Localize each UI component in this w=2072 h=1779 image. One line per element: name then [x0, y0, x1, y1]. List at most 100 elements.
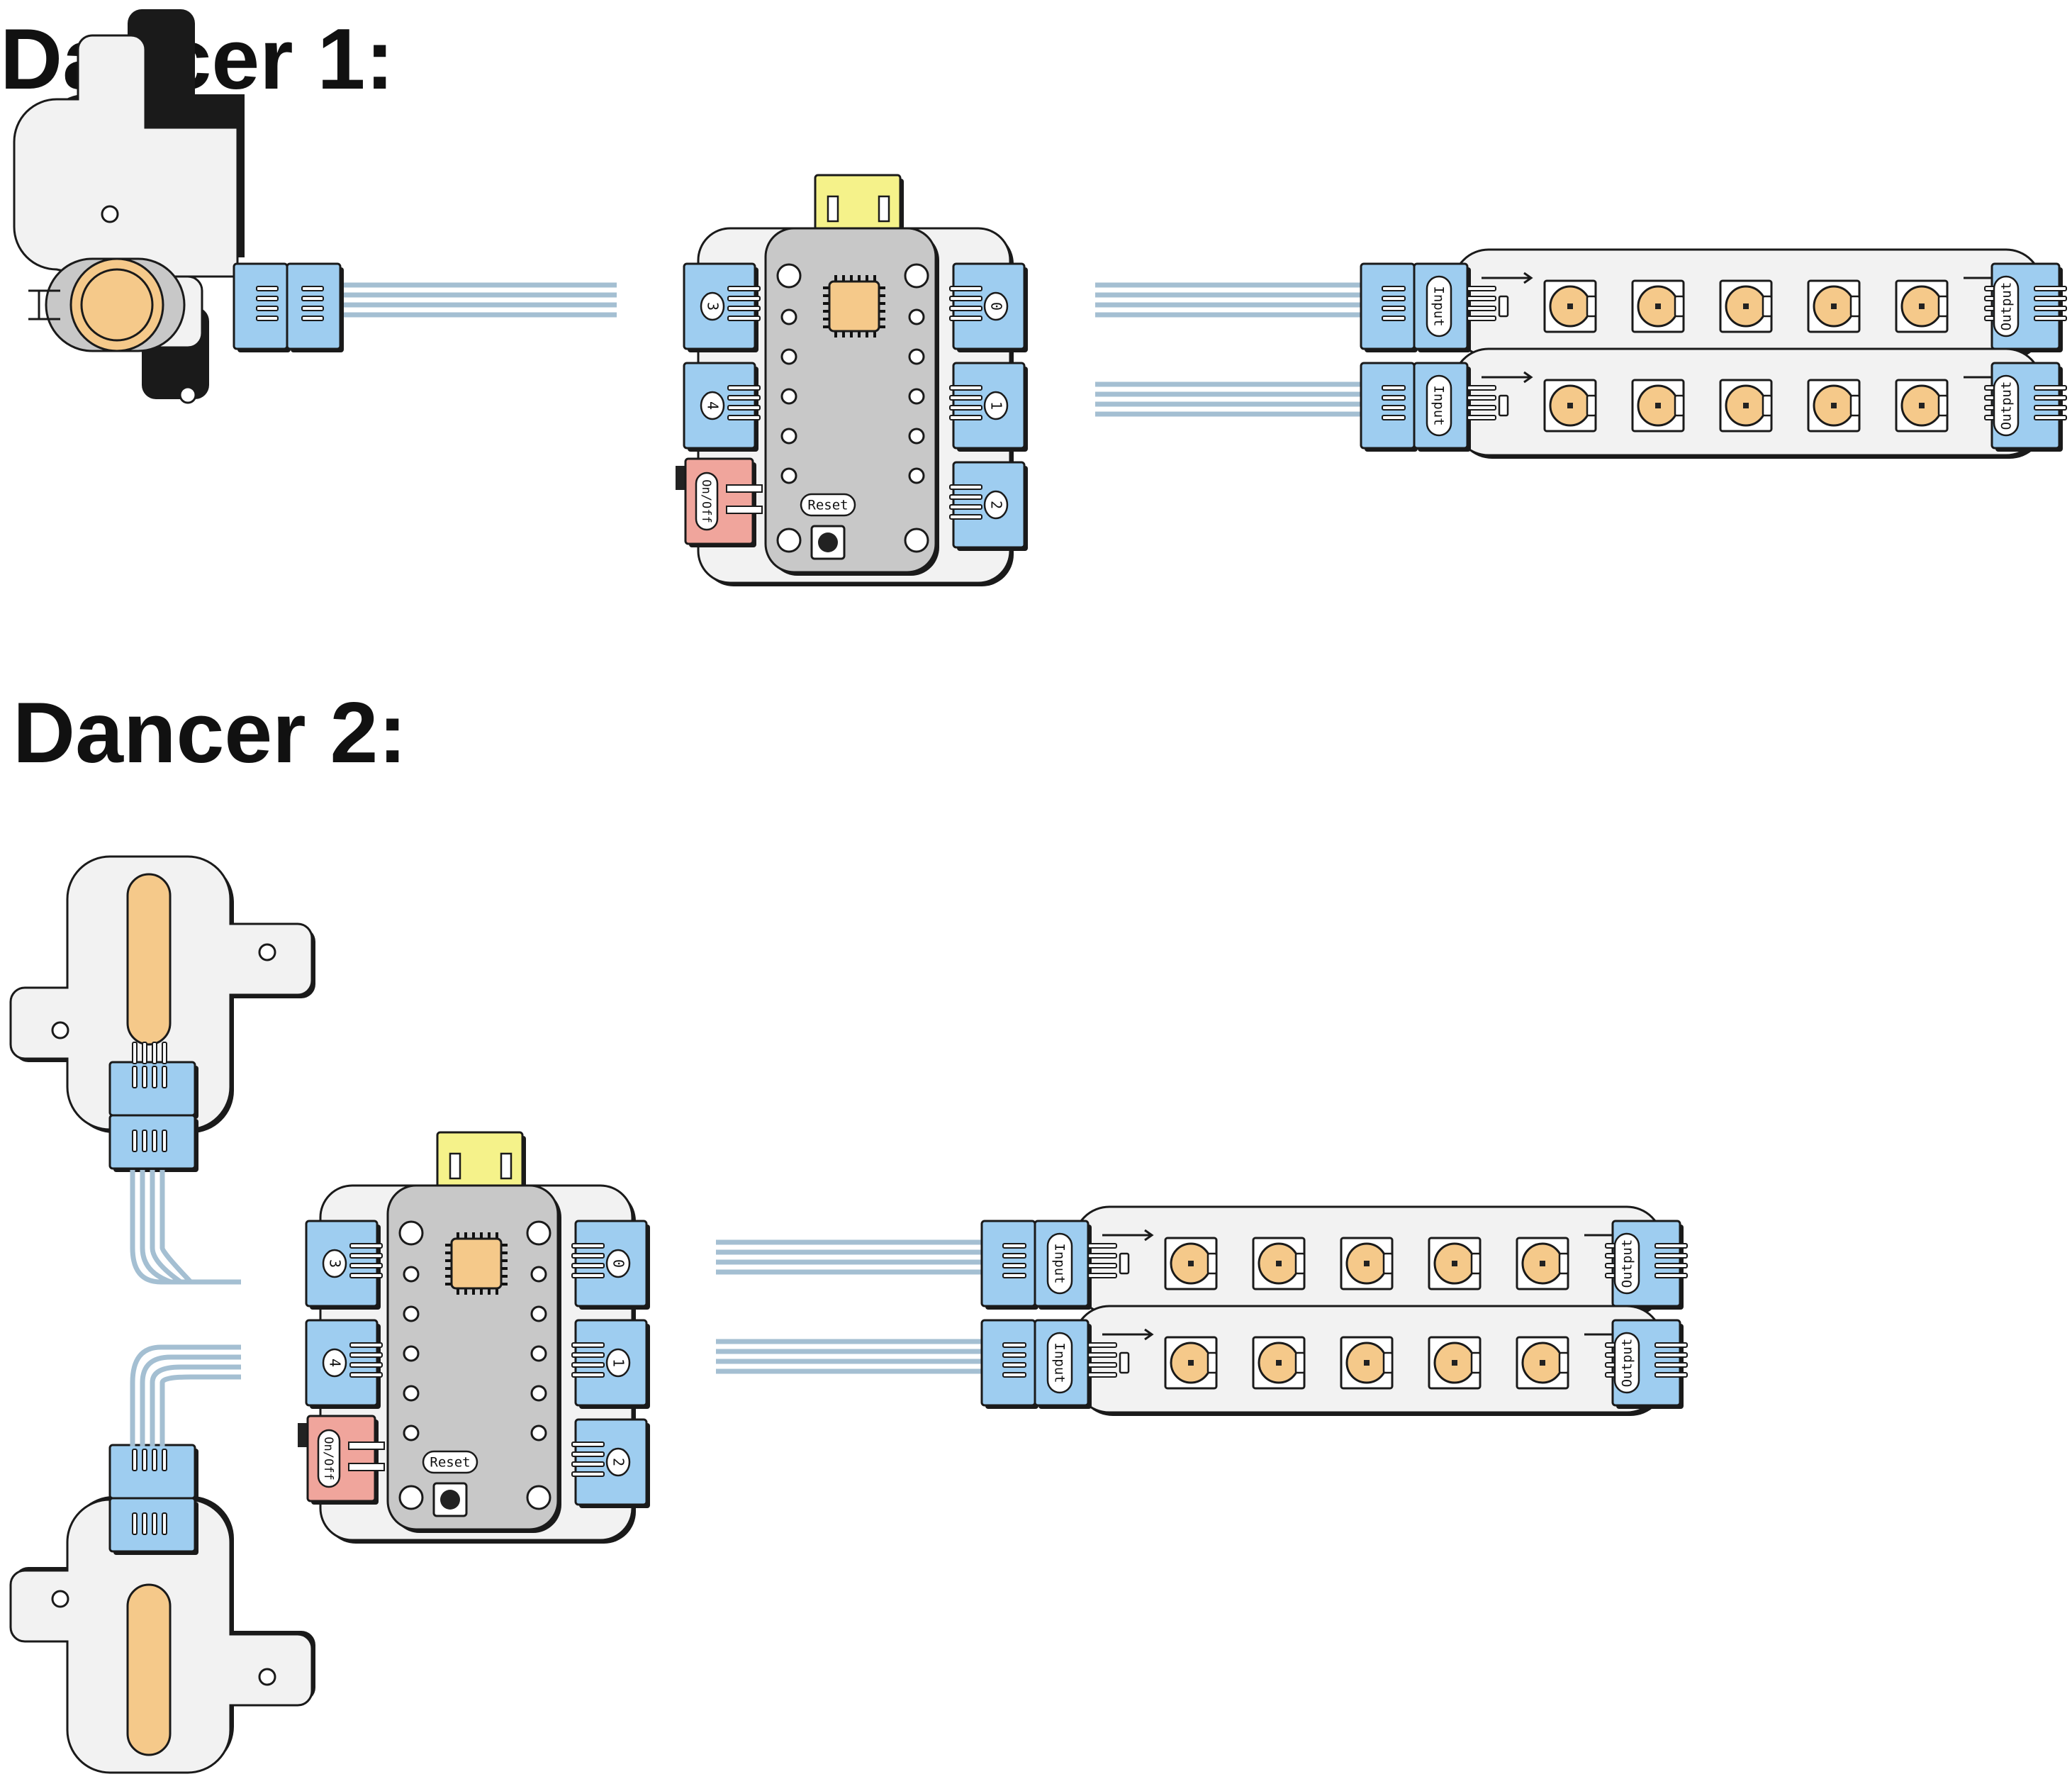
port-2: 2: [571, 1418, 650, 1508]
reset-label-text: Reset: [430, 1455, 470, 1471]
dancer-1-strip-1: Input Output: [1360, 248, 2067, 359]
strip-output-label-text: Output: [1620, 1239, 1635, 1288]
port-label-0-text: 0: [988, 302, 1005, 311]
port-label-4: 4: [322, 1348, 347, 1378]
port-0: 0: [949, 262, 1028, 352]
led-3: [1674, 279, 1773, 333]
strip-input-label-text: Input: [1052, 1342, 1068, 1383]
strip-input-label-text: Input: [1431, 385, 1447, 425]
port-label-4-text: 4: [327, 1359, 344, 1367]
port-1: 1: [571, 1319, 650, 1409]
switch-label: On/Off: [695, 472, 719, 531]
port-label-0: 0: [605, 1249, 631, 1278]
port-3: 3: [305, 1220, 383, 1310]
dancer-1-title: Dancer 1:: [0, 11, 394, 107]
port-label-1-text: 1: [988, 401, 1005, 410]
reset-label: Reset: [800, 493, 856, 517]
port-1: 1: [949, 362, 1028, 452]
strip-input-label: Input: [1046, 1332, 1073, 1394]
strip-output-label-text: Output: [1999, 282, 2015, 331]
led-4: [1762, 279, 1861, 333]
strip-input-label: Input: [1046, 1232, 1073, 1295]
led-3: [1294, 1237, 1394, 1290]
port-label-4-text: 4: [705, 401, 722, 410]
port-4: 4: [683, 362, 761, 452]
slider-sensor-top: [9, 855, 315, 1133]
port-label-3-text: 3: [705, 302, 722, 311]
cable-port-1-to-strip-2: [1095, 381, 1365, 417]
pin-holes: [776, 263, 929, 553]
port-label-2: 2: [605, 1447, 631, 1477]
switch-label-text: On/Off: [321, 1437, 335, 1480]
dancer-2-title: Dancer 2:: [13, 684, 407, 781]
cable-slider-top-to-port-3: [130, 1170, 241, 1285]
strip-input-label-text: Input: [1052, 1243, 1068, 1283]
slider-top-connector-a: [108, 1061, 198, 1119]
slider-bottom-connector: [108, 1444, 198, 1555]
dancer-2-strip-1: Input Output: [980, 1205, 1688, 1317]
port-0: 0: [571, 1220, 650, 1310]
port-4: 4: [305, 1319, 383, 1409]
cable-port-0-to-strip-1: [716, 1239, 985, 1275]
port-label-3: 3: [700, 291, 725, 321]
port-label-1: 1: [983, 391, 1009, 420]
microcontroller-chip: [823, 275, 885, 338]
port-label-0: 0: [983, 291, 1009, 321]
cable-slider-bottom-to-port-4: [130, 1344, 241, 1446]
port-3: 3: [683, 262, 761, 352]
dancer-1-strip-2: Input Output: [1360, 347, 2067, 459]
button-sensor: [13, 9, 245, 404]
pin-holes: [398, 1220, 551, 1510]
led-5: [1849, 379, 1949, 433]
cable-button-to-port-3: [344, 282, 617, 318]
power-switch: [676, 457, 763, 547]
led-2: [1586, 279, 1685, 333]
strip-input-label: Input: [1426, 275, 1452, 338]
chip-carrier: [386, 1184, 561, 1533]
led-3: [1674, 379, 1773, 433]
port-label-2-text: 2: [610, 1458, 627, 1466]
resistor-end: [1937, 394, 1949, 417]
strip-output-label: Output: [1613, 1332, 1640, 1394]
strip-output-label: Output: [1993, 275, 2020, 338]
port-2: 2: [949, 461, 1028, 551]
led-2: [1206, 1336, 1306, 1390]
dancer-1-board: Reset On/Off 3 4 0 1 2: [676, 174, 1028, 586]
strip-input-label-text: Input: [1431, 286, 1447, 326]
resistor-end: [1937, 295, 1949, 318]
dancer-2-strip-2: Input Output: [980, 1305, 1688, 1416]
resistor-end: [1558, 1252, 1569, 1275]
power-switch: [298, 1415, 385, 1505]
led-2: [1586, 379, 1685, 433]
led-1: [1498, 279, 1597, 333]
led-4: [1762, 379, 1861, 433]
port-label-1-text: 1: [610, 1359, 627, 1367]
port-label-2: 2: [983, 490, 1009, 520]
led-5: [1470, 1336, 1569, 1390]
slider-sensor-bottom: [9, 1496, 315, 1774]
reset-label: Reset: [422, 1450, 478, 1474]
slider-top-connector: [108, 1061, 198, 1172]
led-4: [1382, 1336, 1482, 1390]
button-connector: [233, 262, 344, 352]
reset-button: [432, 1482, 468, 1517]
strip-output-label-text: Output: [1620, 1339, 1635, 1388]
port-label-2-text: 2: [988, 501, 1005, 509]
port-label-1: 1: [605, 1348, 631, 1378]
strip-input-label: Input: [1426, 374, 1452, 437]
switch-label: On/Off: [317, 1429, 341, 1488]
cable-port-1-to-strip-2: [716, 1339, 985, 1374]
microcontroller-chip: [445, 1232, 508, 1295]
port-label-3: 3: [322, 1249, 347, 1278]
dancer-2-board: Reset On/Off 3 4 0 1 2: [298, 1131, 650, 1544]
resistor-end: [1558, 1351, 1569, 1374]
strip-output-label: Output: [1613, 1232, 1640, 1295]
led-4: [1382, 1237, 1482, 1290]
port-label-3-text: 3: [327, 1259, 344, 1268]
led-1: [1498, 379, 1597, 433]
reset-button: [810, 525, 846, 560]
strip-output-label: Output: [1993, 374, 2020, 437]
